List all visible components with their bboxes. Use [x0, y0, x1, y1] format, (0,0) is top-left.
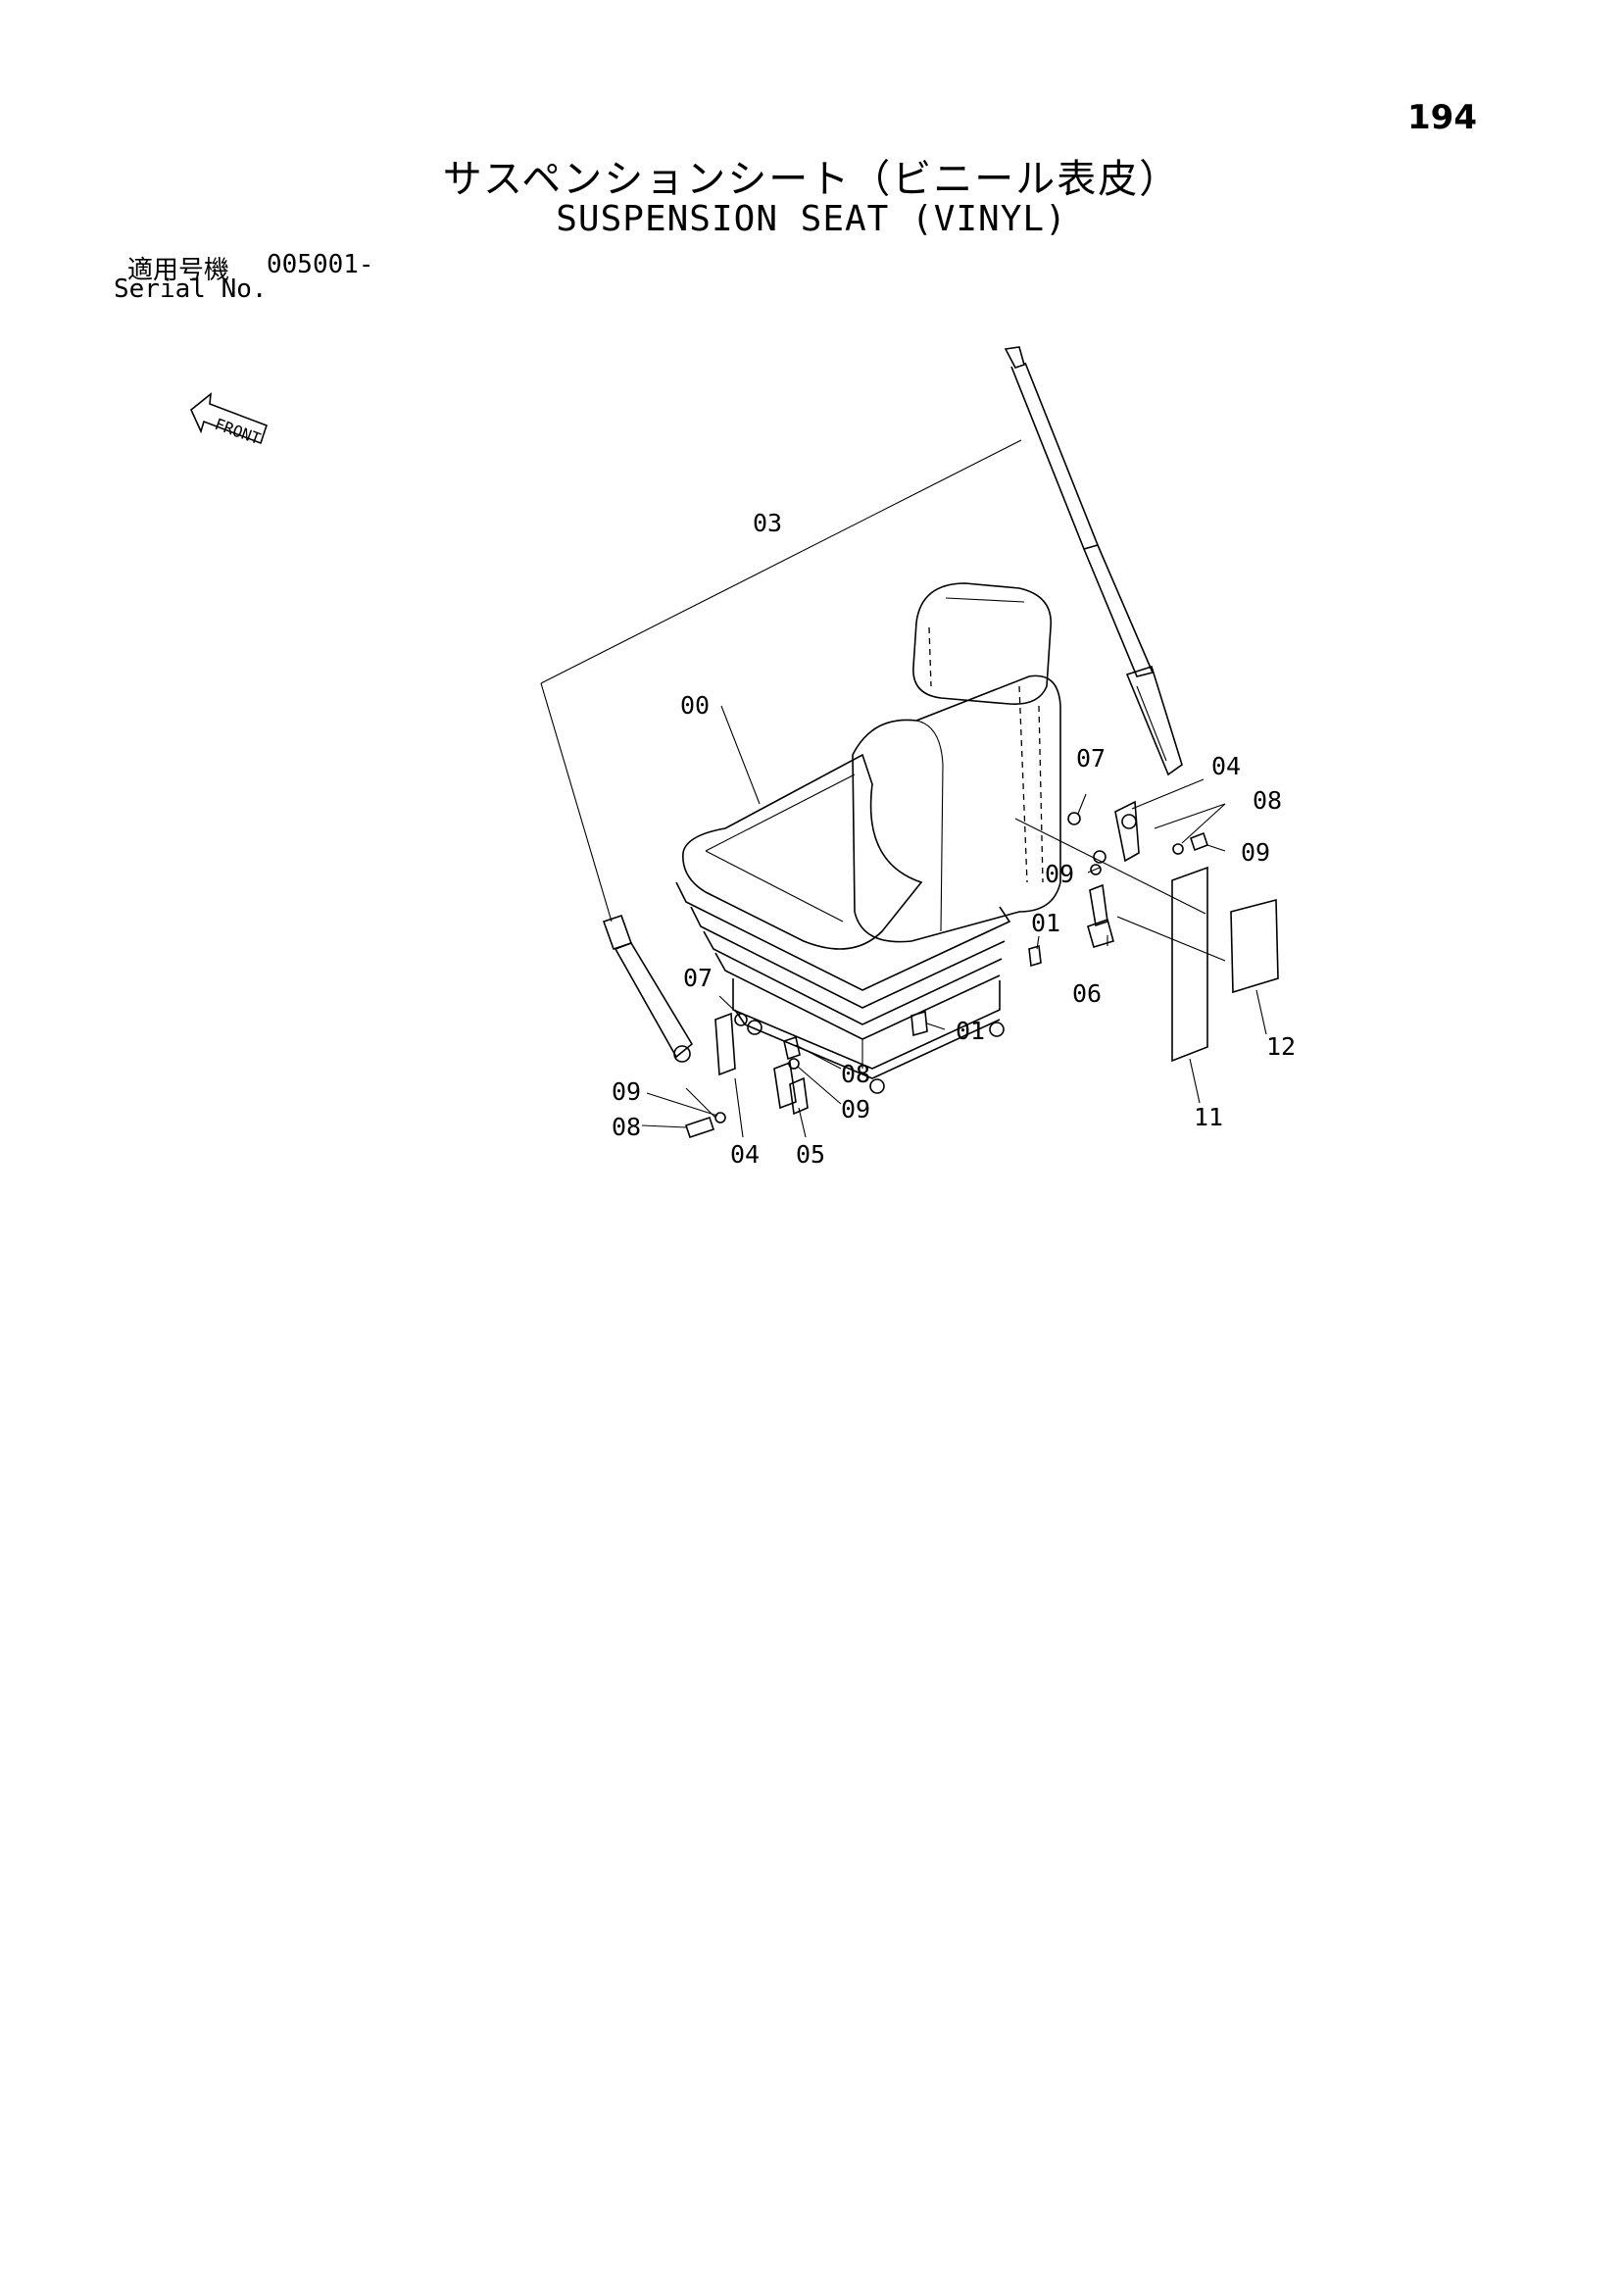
callout-04-right: 04 [1211, 752, 1241, 780]
seat-headrest [912, 582, 1052, 705]
seat-cushion [682, 753, 923, 950]
callout-11: 11 [1194, 1103, 1223, 1131]
callout-12: 12 [1266, 1032, 1296, 1061]
callout-04-left: 04 [730, 1140, 760, 1169]
callout-08-right: 08 [1253, 786, 1282, 815]
page-title-english: SUSPENSION SEAT (VINYL) [556, 199, 1067, 239]
small-cover-plate [1230, 898, 1279, 994]
serial-label-english: Serial No. [114, 275, 268, 304]
callout-leaders [641, 705, 1267, 1138]
callout-09-right-a: 09 [1241, 838, 1270, 867]
seat-suspension-base [675, 881, 1011, 1094]
page-title-japanese: サスペンションシート（ビニール表皮） [442, 157, 1181, 202]
serial-number-value: 005001- [267, 250, 374, 279]
seat-backrest [852, 674, 1061, 943]
seat-belt-leader [540, 439, 1022, 923]
callout-07-left: 07 [683, 964, 713, 992]
callout-08-left-b: 08 [612, 1113, 641, 1141]
callout-00: 00 [680, 691, 710, 720]
callout-09-left-b: 09 [612, 1077, 641, 1106]
serial-label-japanese: 適用号機 [127, 256, 230, 285]
right-mount-bracket [1067, 800, 1209, 948]
callout-09-left-a: 09 [841, 1095, 870, 1123]
callout-07-right: 07 [1076, 744, 1106, 773]
side-cover-panel [1171, 866, 1208, 1063]
callout-01-right: 01 [1031, 909, 1060, 937]
page-number: 194 [1407, 98, 1477, 137]
callout-06: 06 [1072, 979, 1102, 1008]
callout-03: 03 [753, 509, 782, 537]
callout-01-left: 01 [956, 1017, 985, 1045]
callout-09-right-b: 09 [1045, 860, 1074, 888]
front-arrow-icon: FRONT [190, 392, 269, 448]
front-arrow-label: FRONT [213, 415, 264, 448]
seat-belt-right-strap [1004, 346, 1183, 776]
seat-belt-left-buckle [602, 914, 694, 1063]
callout-05: 05 [796, 1140, 825, 1169]
callout-08-left-a: 08 [841, 1060, 870, 1088]
